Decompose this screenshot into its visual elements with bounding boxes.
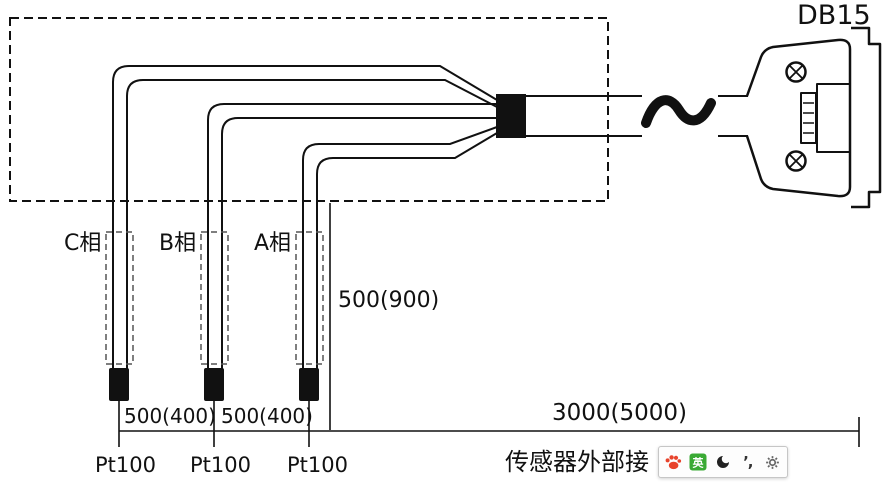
sensor-zones <box>105 231 324 365</box>
cable-length-label: 3000(5000) <box>552 400 687 426</box>
phase-a-label: A相 <box>254 231 291 256</box>
db15-label: DB15 <box>797 0 871 31</box>
phase-b-wire-outer <box>207 103 497 370</box>
gear-icon <box>766 455 780 469</box>
pt100-tip-a <box>299 368 319 401</box>
connector-insert <box>816 83 851 153</box>
sensor-zone-c <box>105 231 134 365</box>
db15-connector <box>745 26 882 209</box>
ime-logo-button[interactable] <box>663 450 684 474</box>
spacing-cb-label: 500(400) <box>124 404 216 428</box>
pt100-label-c: Pt100 <box>95 453 156 477</box>
cable-break-symbol <box>641 95 716 128</box>
ime-settings-button[interactable] <box>762 450 783 474</box>
spacing-ba-label: 500(400) <box>221 404 313 428</box>
phase-b-wire-inner <box>221 117 497 370</box>
sensor-zone-b <box>200 231 229 365</box>
cable-junction <box>496 94 526 138</box>
phase-c-wire-outer <box>112 65 498 370</box>
screw-bottom <box>785 150 807 172</box>
language-badge: 英 <box>689 453 707 471</box>
phase-a-wire-outer <box>302 126 498 370</box>
ime-punctuation-button[interactable]: ’, <box>737 450 758 474</box>
screw-top-cross-icon <box>789 65 803 79</box>
caption-label: 传感器外部接 <box>505 448 649 476</box>
paw-icon <box>665 455 682 470</box>
pt100-label-a: Pt100 <box>287 453 348 477</box>
pt100-label-b: Pt100 <box>190 453 251 477</box>
wire-harness <box>112 65 498 370</box>
screw-bottom-cross-icon <box>789 154 803 168</box>
ime-night-mode-button[interactable] <box>712 450 733 474</box>
cable-assembly-boundary <box>9 17 609 202</box>
contact-block <box>800 92 817 144</box>
connector-flange <box>851 26 882 209</box>
dimension-lines <box>118 203 860 447</box>
sensor-zone-a <box>295 231 324 365</box>
phase-c-label: C相 <box>64 231 101 256</box>
pt100-tip-b <box>204 368 224 401</box>
moon-icon <box>716 456 729 468</box>
screw-top <box>785 61 807 83</box>
main-cable <box>526 95 748 137</box>
pt100-tip-c <box>109 368 129 401</box>
ime-toolbar: 英 ’, <box>658 446 788 478</box>
phase-c-wire-inner <box>126 79 498 370</box>
contact-pins <box>803 102 814 134</box>
probe-length-label: 500(900) <box>338 288 439 313</box>
ime-language-button[interactable]: 英 <box>688 450 709 474</box>
phase-a-wire-inner <box>316 132 498 370</box>
punctuation-label: ’, <box>743 452 753 471</box>
sensor-tips <box>109 368 319 401</box>
phase-b-label: B相 <box>159 231 196 256</box>
language-label: 英 <box>692 456 705 470</box>
